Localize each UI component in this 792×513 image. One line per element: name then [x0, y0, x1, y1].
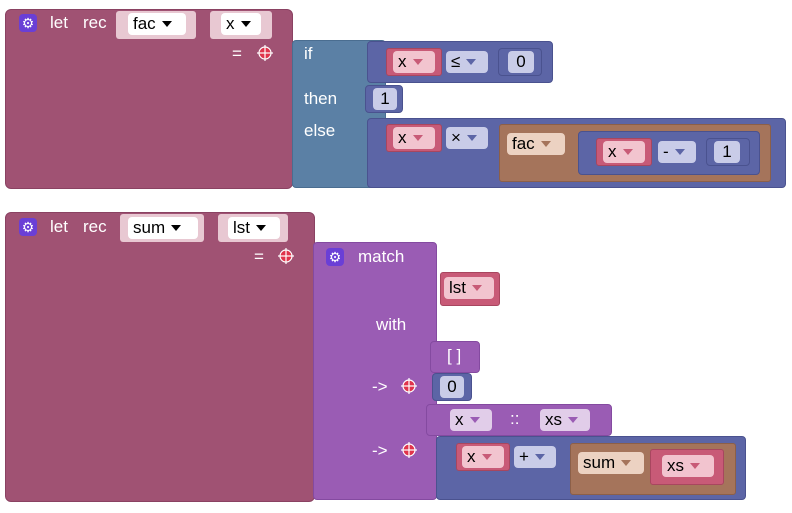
number-field-0[interactable]: 0	[440, 376, 464, 398]
parameter-dropdown[interactable]: x	[221, 13, 261, 35]
gear-icon[interactable]: ⚙	[19, 14, 37, 32]
function-name-text: fac	[133, 14, 156, 33]
operator-dropdown-plus[interactable]: +	[514, 446, 556, 468]
function-call-dropdown[interactable]: sum	[578, 452, 644, 474]
arrow-label: ->	[372, 377, 388, 396]
variable-text: lst	[449, 278, 466, 297]
let-rec-fac-block[interactable]	[5, 9, 293, 189]
number-text: 0	[447, 377, 457, 396]
rec-keyword: rec	[83, 217, 107, 236]
operator-text: ≤	[451, 52, 461, 71]
empty-list-pattern-block[interactable]	[430, 341, 480, 373]
chevron-down-icon	[466, 135, 477, 141]
equals-label: =	[232, 44, 242, 63]
cons-operator: ::	[510, 409, 520, 428]
then-keyword: then	[304, 89, 338, 108]
chevron-down-icon	[161, 21, 172, 27]
chevron-down-icon	[466, 59, 477, 65]
equals-label: =	[254, 247, 264, 266]
number-text: 0	[516, 52, 526, 71]
chevron-down-icon	[621, 460, 632, 466]
gear-icon[interactable]: ⚙	[19, 218, 37, 236]
with-keyword: with	[376, 315, 407, 334]
empty-list-text: [ ]	[447, 346, 462, 365]
function-call-dropdown[interactable]: fac	[507, 133, 565, 155]
number-text: 1	[722, 142, 732, 161]
function-name-dropdown[interactable]: sum	[128, 217, 198, 239]
pattern-text: x	[455, 410, 464, 429]
chevron-down-icon	[256, 225, 266, 231]
number-field-1[interactable]: 1	[373, 88, 397, 110]
function-call-text: sum	[583, 453, 616, 472]
match-keyword: match	[358, 247, 405, 266]
chevron-down-icon	[568, 417, 578, 423]
number-field-1[interactable]: 1	[714, 141, 740, 163]
variable-text: x	[467, 447, 476, 466]
cons-head-dropdown[interactable]: x	[450, 409, 492, 431]
operator-dropdown-times[interactable]: ×	[446, 127, 488, 149]
chevron-down-icon	[412, 135, 423, 141]
chevron-down-icon	[412, 59, 423, 65]
variable-dropdown-x[interactable]: x	[603, 141, 645, 163]
crosshair-target-icon[interactable]	[400, 377, 418, 395]
crosshair-target-icon[interactable]	[277, 247, 295, 265]
parameter-text: x	[226, 14, 235, 33]
chevron-down-icon	[469, 417, 480, 423]
crosshair-target-icon[interactable]	[400, 441, 418, 459]
pattern-text: xs	[545, 410, 562, 429]
operator-text: ×	[451, 128, 461, 147]
number-text: 1	[380, 89, 390, 108]
variable-dropdown-xs[interactable]: xs	[662, 455, 714, 477]
variable-text: x	[608, 142, 617, 161]
if-keyword: if	[304, 44, 313, 63]
operator-dropdown-minus[interactable]: -	[658, 141, 696, 163]
chevron-down-icon	[481, 454, 492, 460]
variable-text: x	[398, 128, 407, 147]
crosshair-target-icon[interactable]	[256, 44, 274, 62]
variable-text: x	[398, 52, 407, 71]
chevron-down-icon	[540, 141, 551, 147]
variable-dropdown-x[interactable]: x	[462, 446, 504, 468]
gear-icon[interactable]: ⚙	[326, 248, 344, 266]
let-rec-sum-block[interactable]	[5, 212, 315, 502]
match-block[interactable]	[313, 242, 437, 500]
parameter-dropdown[interactable]: lst	[228, 217, 280, 239]
chevron-down-icon	[674, 149, 685, 155]
arrow-label: ->	[372, 441, 388, 460]
operator-dropdown-le[interactable]: ≤	[446, 51, 488, 73]
rec-keyword: rec	[83, 13, 107, 32]
variable-dropdown-lst[interactable]: lst	[444, 277, 494, 299]
chevron-down-icon	[171, 225, 182, 231]
chevron-down-icon	[690, 463, 700, 469]
function-call-text: fac	[512, 134, 535, 153]
variable-dropdown-x[interactable]: x	[393, 127, 435, 149]
number-field-0[interactable]: 0	[508, 51, 534, 73]
variable-text: xs	[667, 456, 684, 475]
function-name-dropdown[interactable]: fac	[128, 13, 186, 35]
cons-tail-dropdown[interactable]: xs	[540, 409, 590, 431]
else-keyword: else	[304, 121, 336, 140]
chevron-down-icon	[240, 21, 251, 27]
variable-dropdown-x[interactable]: x	[393, 51, 435, 73]
parameter-text: lst	[233, 218, 250, 237]
operator-text: -	[663, 142, 669, 161]
chevron-down-icon	[622, 149, 633, 155]
operator-text: +	[519, 447, 529, 466]
function-name-text: sum	[133, 218, 166, 237]
chevron-down-icon	[534, 454, 545, 460]
chevron-down-icon	[472, 285, 482, 291]
let-keyword: let	[50, 217, 68, 236]
let-keyword: let	[50, 13, 68, 32]
